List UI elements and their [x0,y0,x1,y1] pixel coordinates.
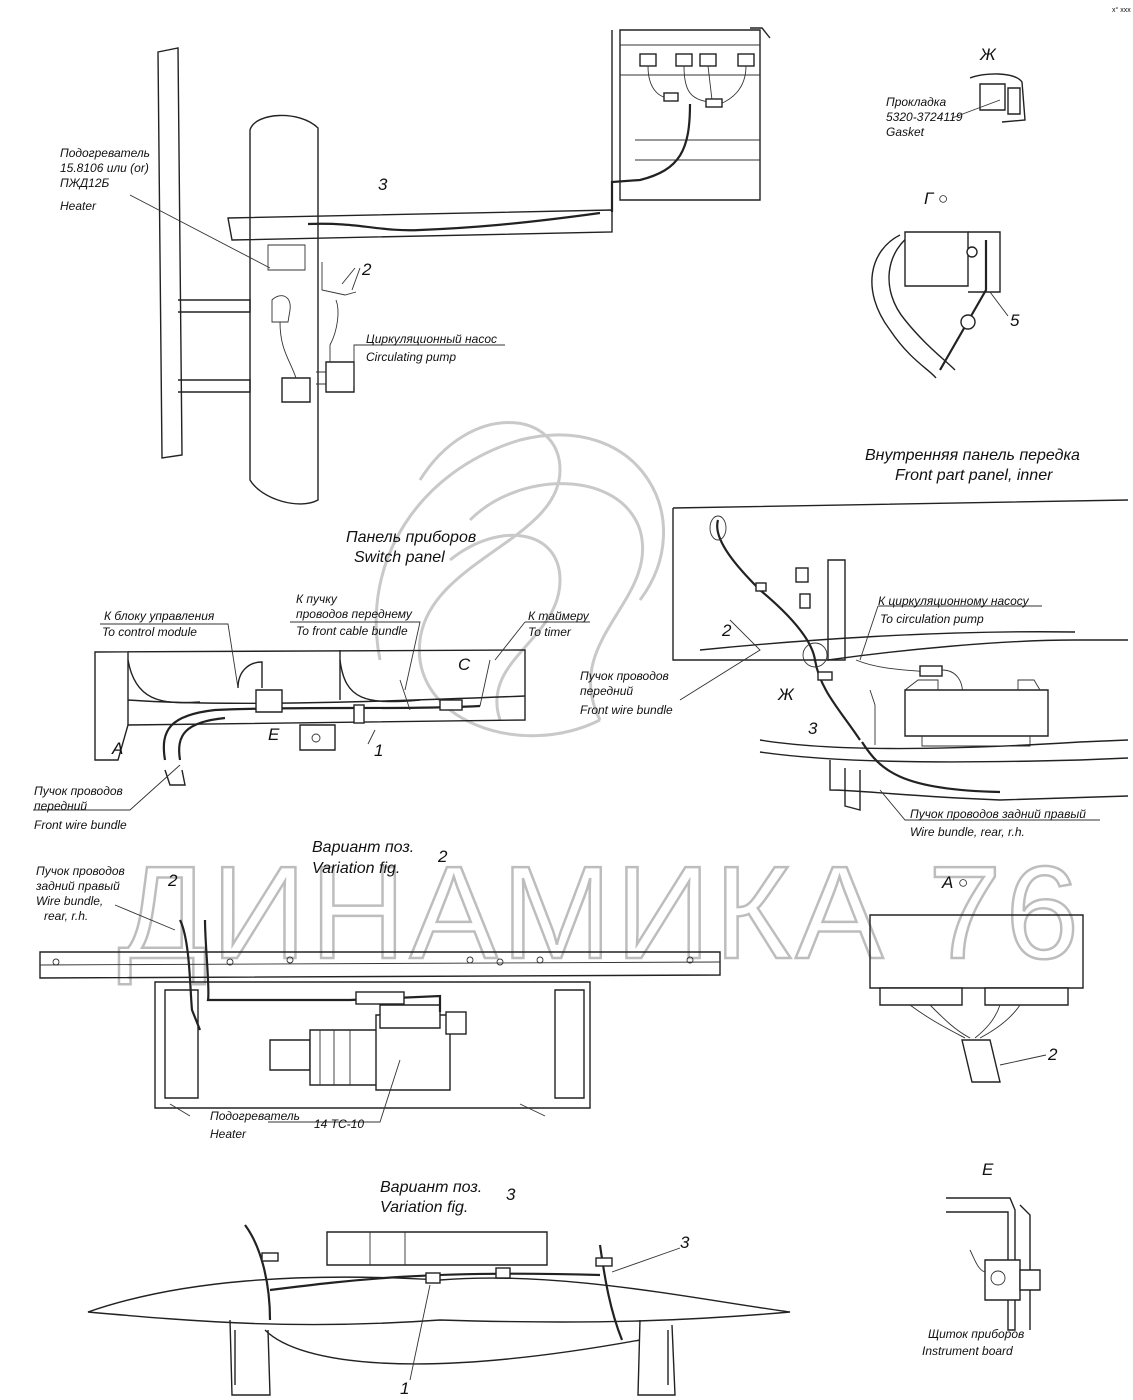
heater-label-ru-3: ПЖД12Б [60,176,109,190]
callout-5: 5 [1010,311,1020,330]
callout-2: 2 [361,260,372,279]
fp-front-bundle-ru-2: передний [580,684,633,698]
sp-front-bundle-ru-2: передний [34,799,87,813]
v2-callout-2: 2 [167,871,178,890]
callout-3: 3 [378,175,388,194]
view-e: Е Щиток приборов Instrument board [922,1160,1041,1358]
v2-heater-model: 14 ТС-10 [314,1117,364,1131]
fp-callout-3: 3 [808,719,818,738]
rear-bundle-ru: Пучок проводов задний правый [910,807,1086,821]
sp-letter-e: Е [268,725,280,744]
v3-callout-3: 3 [680,1233,690,1252]
corner-mark: x° xxx [1112,6,1131,14]
view-g-letter: Г ○ [924,189,948,208]
switch-panel-title-ru: Панель приборов [346,529,476,546]
view-g: Г ○ 5 [871,189,1020,379]
to-timer-label-en: To timer [528,625,572,639]
front-panel-assembly: Внутренняя панель передка Front part pan… [580,447,1129,839]
heater-label-en: Heater [60,199,97,213]
to-pump-label-ru: К циркуляционному насосу [878,594,1030,608]
front-panel-title-ru: Внутренняя панель передка [865,447,1080,464]
view-a-letter: А ○ [941,873,968,892]
v2-bundle-label-ru-1: Пучок проводов [36,864,125,878]
sp-callout-1: 1 [374,741,383,760]
to-pump-label-en: To circulation pump [880,612,984,626]
gasket-label-en: Gasket [886,125,925,139]
v2-bundle-label-ru-2: задний правый [35,879,120,893]
v2-bundle-label-en-2: rear, r.h. [44,909,88,923]
to-control-label-ru: К блоку управления [104,609,215,623]
v2-heater-label-en: Heater [210,1127,247,1141]
pump-label-ru: Циркуляционный насос [366,332,497,346]
fp-front-bundle-en: Front wire bundle [580,703,673,717]
fp-front-bundle-ru-1: Пучок проводов [580,669,669,683]
sp-letter-a: А [111,739,123,758]
v3-callout-1: 1 [400,1379,409,1398]
gasket-part-number: 5320-3724119 [886,110,963,124]
variant3-title-en: Variation fig. [380,1199,468,1216]
gasket-label-ru: Прокладка [886,95,946,109]
variant3-number: 3 [506,1185,516,1204]
to-front-label-ru-1: К пучку [296,592,338,606]
to-control-label-en: To control module [102,625,197,639]
rear-bundle-en: Wire bundle, rear, r.h. [910,825,1025,839]
instrument-board-label-ru: Щиток приборов [928,1327,1024,1341]
instrument-board-label-en: Instrument board [922,1344,1013,1358]
variant-2-assembly: Вариант поз. Variation fig. 2 Пучок пров… [35,839,721,1141]
variant3-title-ru: Вариант поз. [380,1179,482,1196]
view-a-callout-2: 2 [1047,1045,1058,1064]
v2-heater-label-ru: Подогреватель [210,1109,300,1123]
sp-letter-c: С [458,655,471,674]
v2-bundle-label-en-1: Wire bundle, [36,894,103,908]
front-panel-title-en: Front part panel, inner [895,467,1053,484]
fp-letter-zh: Ж [777,685,795,704]
sp-front-bundle-ru-1: Пучок проводов [34,784,123,798]
view-e-letter: Е [982,1160,994,1179]
heater-label-ru-2: 15.8106 или (or) [60,161,149,175]
top-left-assembly: Подогреватель 15.8106 или (or) ПЖД12Б He… [60,27,771,505]
switch-panel-title-en: Switch panel [354,549,445,566]
variant2-title-ru: Вариант поз. [312,839,414,856]
to-timer-label-ru: К таймеру [528,609,590,623]
to-front-label-en: To front cable bundle [296,624,408,638]
fp-callout-2: 2 [721,621,732,640]
view-zh-letter: Ж [979,45,997,64]
to-front-label-ru-2: проводов переднему [296,607,413,621]
variant2-title-en: Variation fig. [312,860,400,877]
variant2-number: 2 [437,847,448,866]
switch-panel-assembly: Панель приборов Switch panel К блоку упр… [33,529,590,832]
pump-label-en: Circulating pump [366,350,456,364]
sp-front-bundle-en: Front wire bundle [34,818,127,832]
view-a: А ○ 2 [869,873,1084,1083]
view-zh: Ж Прокладка 5320-3724119 Gasket [886,45,1026,139]
variant-3-assembly: Вариант поз. Variation fig. 3 3 1 [87,1179,791,1398]
heater-label-ru-1: Подогреватель [60,146,150,160]
